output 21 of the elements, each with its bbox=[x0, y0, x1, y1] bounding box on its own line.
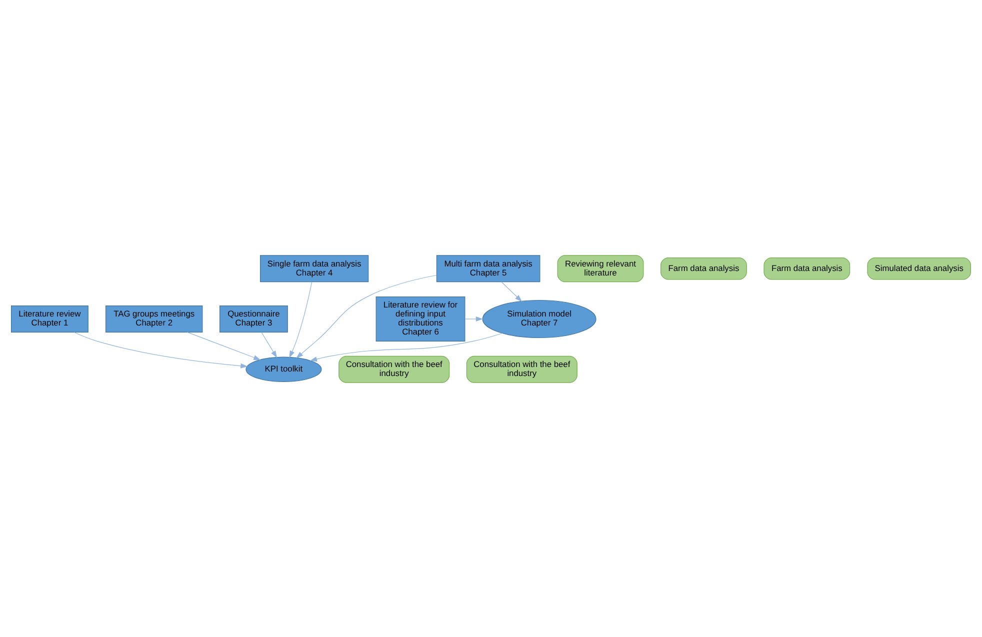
node-box: TAG groups meetings Chapter 2 bbox=[106, 305, 203, 332]
node-box: Farm data analysis bbox=[764, 257, 850, 280]
node-box: Consultation with the beef industry bbox=[338, 355, 450, 382]
arrow bbox=[289, 281, 312, 358]
arrow bbox=[187, 331, 261, 360]
node-ellipse: Simulation model Chapter 7 bbox=[482, 299, 596, 338]
arrow bbox=[464, 316, 484, 322]
node-box: Literature review Chapter 1 bbox=[11, 305, 88, 332]
node-box: Questionnaire Chapter 3 bbox=[220, 305, 288, 332]
node-box: Simulated data analysis bbox=[867, 257, 971, 280]
node-box: Consultation with the beef industry bbox=[466, 355, 578, 382]
arrow bbox=[310, 332, 503, 362]
node-box: Multi farm data analysis Chapter 5 bbox=[436, 254, 540, 282]
arrow bbox=[74, 331, 248, 368]
node-box: Literature review for defining input distributions Chapter 6 bbox=[376, 296, 466, 341]
node-box: Single farm data analysis Chapter 4 bbox=[260, 254, 369, 282]
arrow bbox=[501, 281, 522, 302]
arrow bbox=[296, 274, 437, 358]
node-box: Reviewing relevant literature bbox=[557, 254, 644, 282]
node-box: Farm data analysis bbox=[660, 257, 747, 280]
arrow bbox=[261, 331, 278, 358]
